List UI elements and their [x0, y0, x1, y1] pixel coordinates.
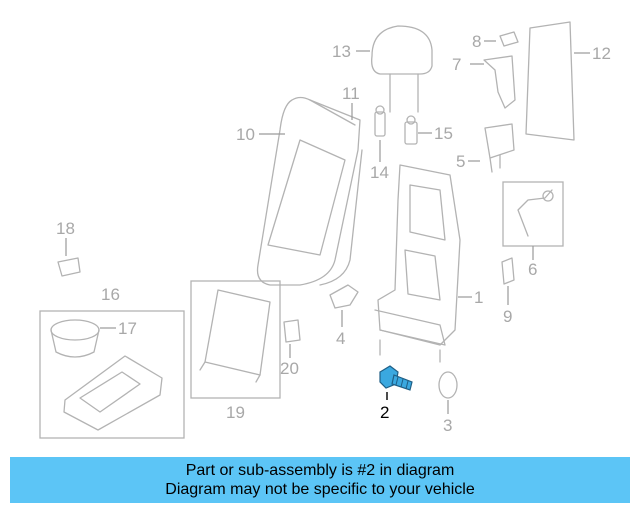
- callout-16: 16: [101, 285, 120, 304]
- callout-5: 5: [456, 152, 465, 171]
- callout-6: 6: [528, 260, 537, 279]
- banner-line-1: Part or sub-assembly is #2 in diagram: [185, 462, 455, 479]
- callout-15: 15: [434, 124, 453, 143]
- part-16-box: [39, 310, 185, 439]
- part-2-bolt[interactable]: [379, 365, 413, 391]
- callout-13: 13: [332, 42, 351, 61]
- callout-12: 12: [592, 44, 611, 63]
- part-9-connector[interactable]: [501, 257, 515, 285]
- leader-lines: [65, 40, 590, 414]
- callout-7: 7: [452, 55, 461, 74]
- part-6-box: [502, 181, 564, 247]
- banner-line-2: Diagram may not be specific to your vehi…: [165, 481, 475, 498]
- callout-17: 17: [118, 319, 137, 338]
- callout-11: 11: [342, 84, 360, 103]
- callout-19: 19: [226, 403, 245, 422]
- part-17-cup-holder[interactable]: [50, 319, 100, 358]
- callout-9: 9: [503, 307, 512, 326]
- part-12-panel[interactable]: [525, 21, 575, 141]
- part-6-cable[interactable]: [517, 189, 554, 237]
- callout-8: 8: [472, 32, 481, 51]
- part-3-cap[interactable]: [438, 371, 458, 399]
- part-5-latch[interactable]: [484, 123, 515, 173]
- callout-1: 1: [474, 288, 483, 307]
- info-banner: Part or sub-assembly is #2 in diagram Di…: [10, 457, 630, 503]
- part-15-guide[interactable]: [404, 115, 418, 145]
- part-4-clip[interactable]: [329, 284, 359, 309]
- part-1-seat-back-frame[interactable]: [374, 164, 461, 363]
- part-13-headrest[interactable]: [371, 25, 433, 113]
- part-19-panel[interactable]: [199, 289, 271, 383]
- part-19-box: [190, 280, 281, 399]
- callout-20: 20: [280, 359, 299, 378]
- callout-10: 10: [236, 125, 255, 144]
- part-10-seat-back-cushion[interactable]: [256, 96, 363, 286]
- part-7-bracket[interactable]: [483, 55, 516, 109]
- part-8-clip[interactable]: [499, 31, 519, 47]
- callout-18: 18: [56, 219, 75, 238]
- callout-14: 14: [370, 163, 389, 182]
- part-16-armrest[interactable]: [63, 355, 163, 431]
- part-20-clip[interactable]: [283, 319, 301, 343]
- callout-labels: 1 2 3 4 5 6 7 8 9 10 11 12 13 14 15 16 1…: [56, 32, 611, 435]
- callout-2: 2: [380, 403, 389, 422]
- part-14-guide[interactable]: [374, 105, 386, 137]
- parts-diagram: 1 2 3 4 5 6 7 8 9 10 11 12 13 14 15 16 1…: [39, 21, 611, 439]
- callout-3: 3: [443, 416, 452, 435]
- callout-4: 4: [336, 329, 345, 348]
- part-18-clip[interactable]: [57, 257, 81, 277]
